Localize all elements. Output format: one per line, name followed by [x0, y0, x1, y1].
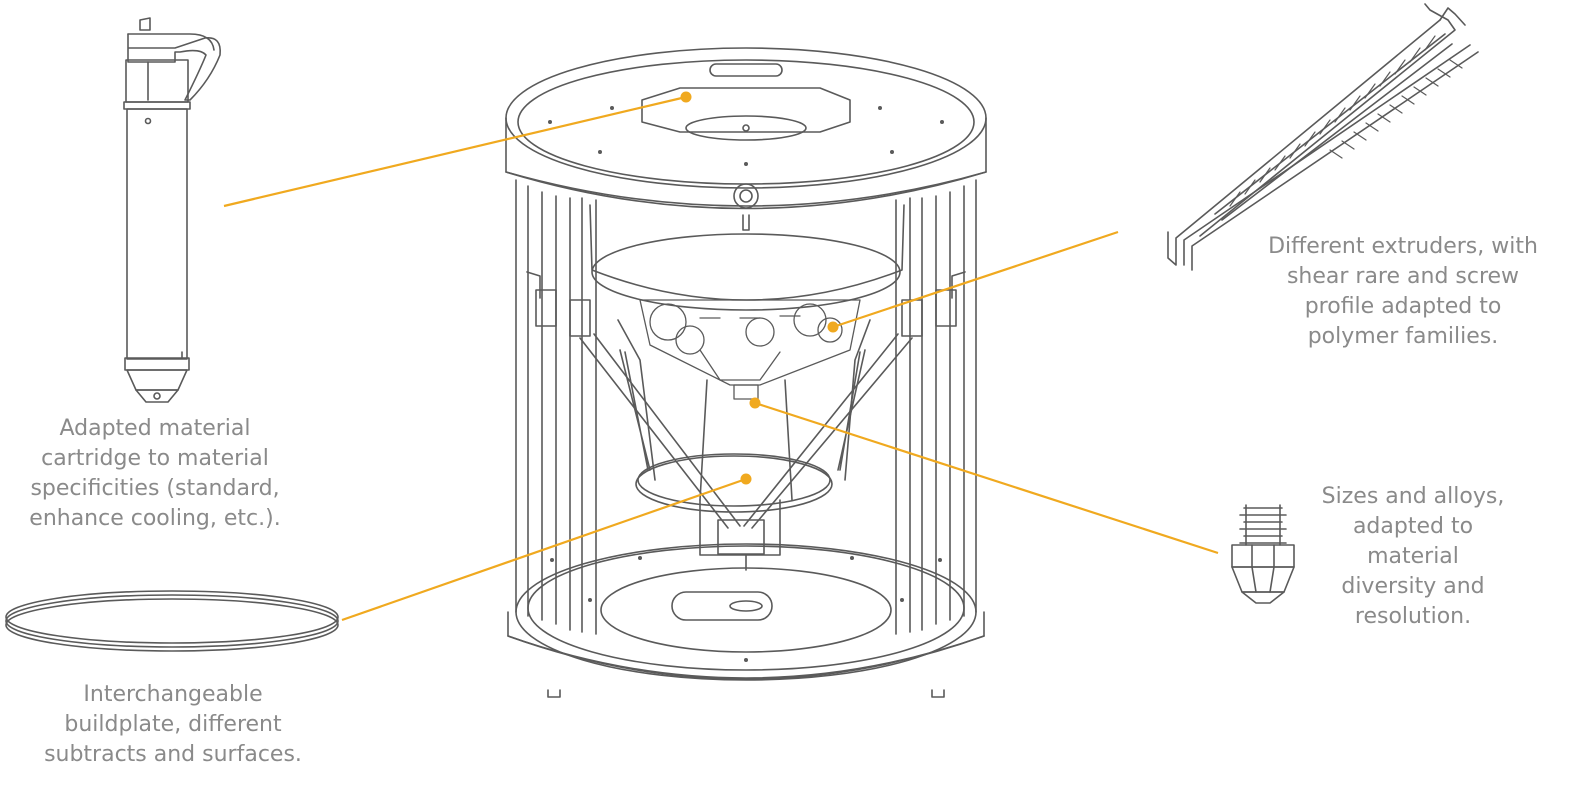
nozzle-caption-line: adapted to: [1352, 514, 1474, 539]
extruder-caption-line: shear rare and screw: [1286, 264, 1520, 289]
nozzle-caption: Sizes and alloys, adapted to material di…: [1310, 482, 1516, 632]
buildplate-ring-icon: [5, 590, 339, 652]
buildplate-caption-line: Interchangeable: [83, 682, 263, 707]
buildplate-callout-dot: [740, 473, 752, 485]
nozzle-callout-dot: [749, 397, 761, 409]
nozzle-caption-line: resolution.: [1354, 604, 1472, 629]
cartridge-caption-line: cartridge to material: [41, 446, 269, 471]
buildplate-caption-line: subtracts and surfaces.: [44, 742, 302, 767]
cartridge-caption-line: specificities (standard,: [30, 476, 280, 501]
nozzle-icon: [1231, 504, 1295, 604]
cartridge-caption-line: Adapted material: [59, 416, 251, 441]
extruder-caption-line: polymer families.: [1307, 324, 1499, 349]
cartridge-callout-dot: [680, 91, 692, 103]
extruder-screw-icon: [1167, 3, 1479, 271]
delta-3d-printer-icon: [505, 47, 987, 698]
cartridge-caption: Adapted material cartridge to material s…: [20, 414, 290, 534]
nozzle-callout-line: [754, 401, 1219, 555]
extruder-callout-line: [832, 230, 1119, 329]
extruder-caption-line: profile adapted to: [1304, 294, 1502, 319]
nozzle-caption-line: Sizes and alloys,: [1321, 484, 1505, 509]
nozzle-caption-line: diversity and: [1341, 574, 1485, 599]
buildplate-caption-line: buildplate, different: [64, 712, 282, 737]
buildplate-caption: Interchangeable buildplate, different su…: [18, 680, 328, 770]
extruder-caption: Different extruders, with shear rare and…: [1250, 232, 1556, 352]
extruder-caption-line: Different extruders, with: [1268, 234, 1538, 259]
extruder-callout-dot: [827, 321, 839, 333]
cartridge-callout-line: [223, 95, 687, 208]
nozzle-caption-line: material: [1367, 544, 1459, 569]
material-cartridge-icon: [123, 17, 222, 403]
cartridge-caption-line: enhance cooling, etc.).: [29, 506, 281, 531]
buildplate-callout-line: [341, 477, 747, 622]
